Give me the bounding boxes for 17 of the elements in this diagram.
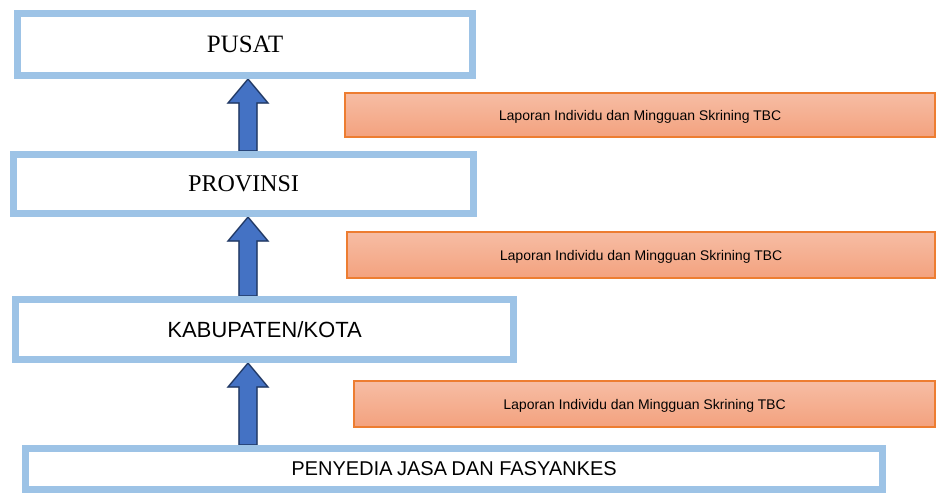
- level-box: [22, 445, 886, 493]
- report-label: Laporan Individu dan Mingguan Skrining TBC: [498, 107, 782, 123]
- report-box: [353, 380, 936, 428]
- arrow: [226, 362, 270, 446]
- report-label: Laporan Individu dan Mingguan Skrining TBC: [500, 247, 782, 263]
- level-box: [14, 10, 476, 79]
- level-label: PROVINSI: [188, 170, 299, 198]
- level-label: PENYEDIA JASA DAN FASYANKES: [291, 458, 617, 480]
- level-box: [10, 151, 477, 217]
- level-label: PUSAT: [206, 30, 284, 58]
- level-label: KABUPATEN/KOTA: [167, 316, 362, 342]
- report-label: Laporan Individu dan Mingguan Skrining TBC: [503, 396, 786, 412]
- arrow: [226, 216, 270, 297]
- report-box: [346, 231, 936, 279]
- level-box: [12, 296, 517, 363]
- report-box: [344, 92, 936, 138]
- arrow: [226, 78, 270, 152]
